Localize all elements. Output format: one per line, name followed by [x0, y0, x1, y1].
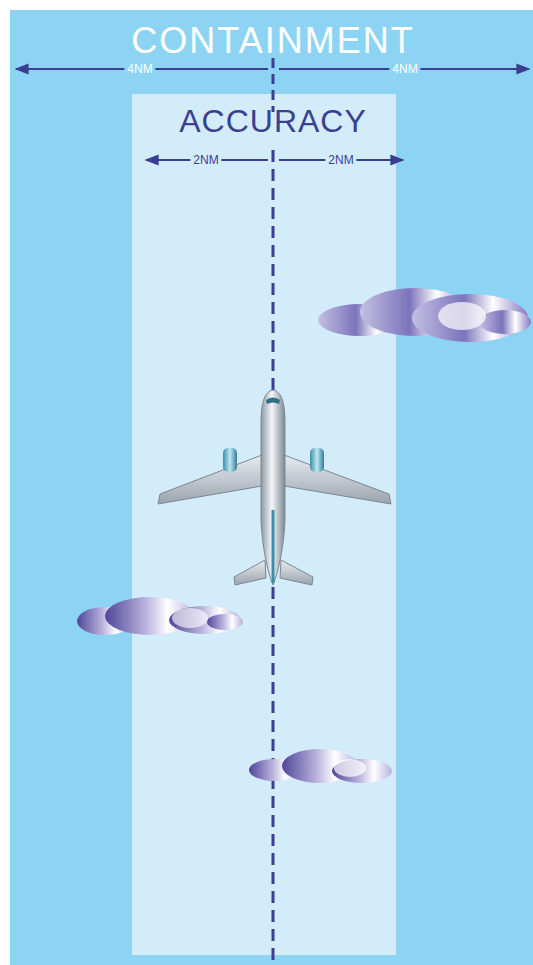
dimension-label: 4NM — [389, 62, 420, 76]
dimension-label: 2NM — [325, 153, 356, 167]
tolerance-band: CONTAINMENT ACCURACY — [10, 10, 533, 965]
band-heading: CONTAINMENT — [13, 22, 533, 60]
cloud — [249, 749, 392, 783]
dimension-label: 2NM — [190, 153, 221, 167]
cloud — [77, 597, 243, 635]
tolerance-band: ACCURACY — [132, 94, 396, 955]
centerline — [272, 58, 275, 112]
dimension-label: 4NM — [124, 62, 155, 76]
band-heading: ACCURACY — [150, 104, 396, 138]
airplane — [158, 390, 391, 585]
centerline — [272, 150, 275, 965]
cloud — [318, 288, 531, 342]
